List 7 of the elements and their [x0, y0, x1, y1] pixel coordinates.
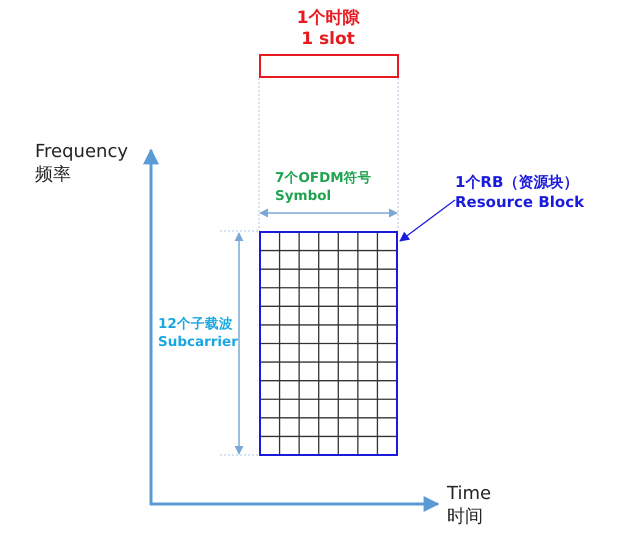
- dimension-label: 7个OFDM符号 Symbol: [275, 170, 373, 206]
- callout-label: 1个RB（资源块） Resource Block: [455, 172, 610, 214]
- axis-label: Frequency 频率: [35, 140, 129, 187]
- slot-label: 1个时隙 1 slot: [296, 8, 361, 50]
- axis-label: Time 时间: [447, 482, 492, 529]
- dimension-label: 12个子载波 Subcarrier: [158, 316, 239, 352]
- leader-line: [399, 199, 456, 242]
